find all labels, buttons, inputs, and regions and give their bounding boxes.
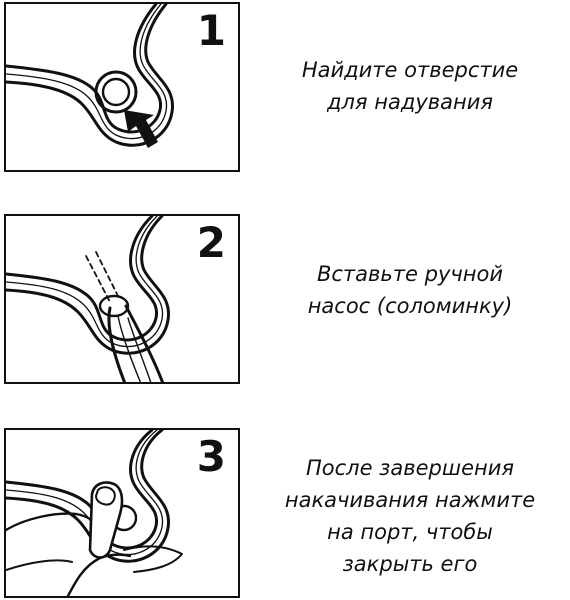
step-3-caption-line: на порт, чтобы xyxy=(327,520,493,544)
step-2-caption: Вставьте ручной насос (соломинку) xyxy=(252,258,568,322)
inflation-valve-with-arrow-icon xyxy=(6,4,174,148)
finger-pressing-port-icon xyxy=(6,430,183,596)
step-3-caption: После завершения накачивания нажмите на … xyxy=(252,452,568,580)
step-3-number: 3 xyxy=(196,432,226,481)
step-2-number: 2 xyxy=(196,218,226,267)
step-1-caption-line: Найдите отверстие xyxy=(301,58,519,82)
hand-pump-straw-insert-icon xyxy=(6,216,170,382)
step-1-number: 1 xyxy=(196,6,226,55)
step-1-illustration: 1 xyxy=(4,2,240,172)
step-1-caption-line: для надувания xyxy=(326,90,494,114)
step-2-illustration: 2 xyxy=(4,214,240,384)
step-1-caption: Найдите отверстие для надувания xyxy=(252,54,568,118)
step-3-caption-line: После завершения xyxy=(305,456,514,480)
step-3-illustration: 3 xyxy=(4,428,240,598)
step-2-caption-line: Вставьте ручной xyxy=(316,262,504,286)
step-3-caption-line: закрыть его xyxy=(342,552,478,576)
step-3-caption-line: накачивания нажмите xyxy=(284,488,536,512)
step-2-caption-line: насос (соломинку) xyxy=(307,294,513,318)
